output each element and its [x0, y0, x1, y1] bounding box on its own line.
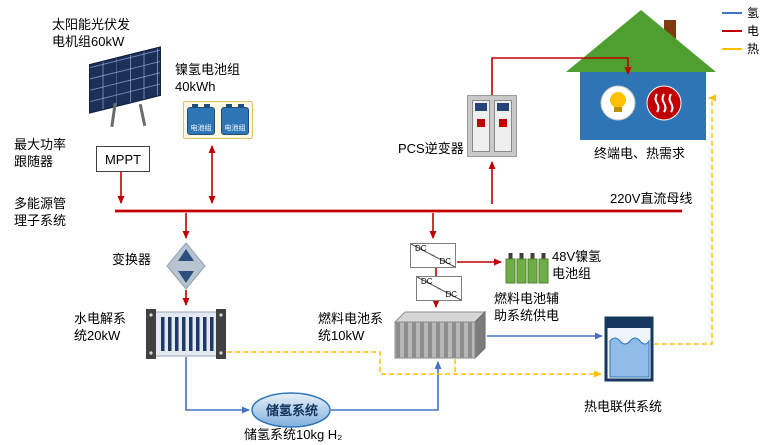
dcdc-label-top: DC: [421, 277, 433, 286]
battery48-label: 48V镍氢 电池组: [552, 249, 602, 281]
pcs-label: PCS逆变器: [398, 141, 464, 156]
ems-label: 多能源管 理子系统: [14, 196, 67, 228]
mppt-box-label: MPPT: [104, 151, 142, 167]
legend-item-electricity: 电: [722, 24, 759, 38]
dcdc-label-top: DC: [415, 244, 427, 253]
wires-electric: [115, 57, 682, 308]
h2storage-caption: 储氢系统10kg H₂: [244, 427, 343, 442]
fuelcell-icon: [393, 310, 487, 360]
fcaux-label: 燃料电池辅 助系统供电: [494, 291, 560, 323]
mppt-caption: 最大功率 跟随器: [14, 137, 67, 169]
battery48-icon: [505, 253, 549, 284]
battery-cell-icon: 电池组: [187, 104, 215, 135]
dcdc-label-bottom: DC: [445, 290, 457, 299]
converter-icon: [166, 242, 206, 290]
pcs-cabinet-panel: [472, 100, 490, 152]
roof-icon: [566, 10, 716, 72]
nimh-label: 镍氢电池组 40kWh: [175, 62, 241, 94]
legend: 氢 电 热: [722, 6, 759, 56]
lightbulb-icon: [610, 92, 626, 108]
hydrogen-line-swatch: [722, 12, 742, 14]
fuelcell-label: 燃料电池系 统10kW: [318, 311, 384, 343]
dcdc-label-bottom: DC: [439, 257, 451, 266]
mppt-box: MPPT: [96, 146, 150, 172]
dcdc-converter-2: DC DC: [416, 276, 462, 301]
heat-line-swatch: [722, 48, 742, 50]
battery-cell-icon: 电池组: [221, 104, 249, 135]
heat-waves-icon: [654, 93, 674, 113]
house-label: 终端电、热需求: [594, 146, 686, 161]
chp-icon: [604, 316, 654, 382]
electrolyzer-label: 水电解系 统20kW: [74, 311, 127, 343]
dcdc-converter-1: DC DC: [410, 243, 456, 268]
nimh-battery-pack-icon: 电池组 电池组: [183, 101, 253, 139]
legend-item-hydrogen: 氢: [722, 6, 759, 20]
wires-heat: [227, 94, 716, 378]
h2storage-ellipse-label: 储氢系统: [265, 403, 318, 418]
legend-label: 热: [747, 42, 760, 56]
battery-cell-label: 电池组: [224, 125, 246, 132]
electrolyzer-icon: [146, 309, 226, 359]
legend-label: 电: [747, 24, 760, 38]
battery-cell-label: 电池组: [190, 125, 212, 132]
electricity-line-swatch: [722, 30, 742, 32]
bus-label: 220V直流母线: [610, 191, 693, 206]
solar-label: 太阳能光伏发 电机组60kW: [52, 17, 131, 49]
chp-label: 热电联供系统: [584, 399, 663, 414]
legend-item-heat: 热: [722, 42, 759, 56]
pcs-cabinet-panel: [494, 100, 512, 152]
legend-label: 氢: [747, 6, 760, 20]
house-icon: [566, 10, 716, 140]
pcs-inverter-icon: [467, 95, 517, 157]
converter-label: 变换器: [112, 252, 152, 267]
wires-hydrogen: [185, 332, 603, 414]
h2storage-icon: [251, 392, 331, 428]
house-body: [580, 72, 706, 140]
